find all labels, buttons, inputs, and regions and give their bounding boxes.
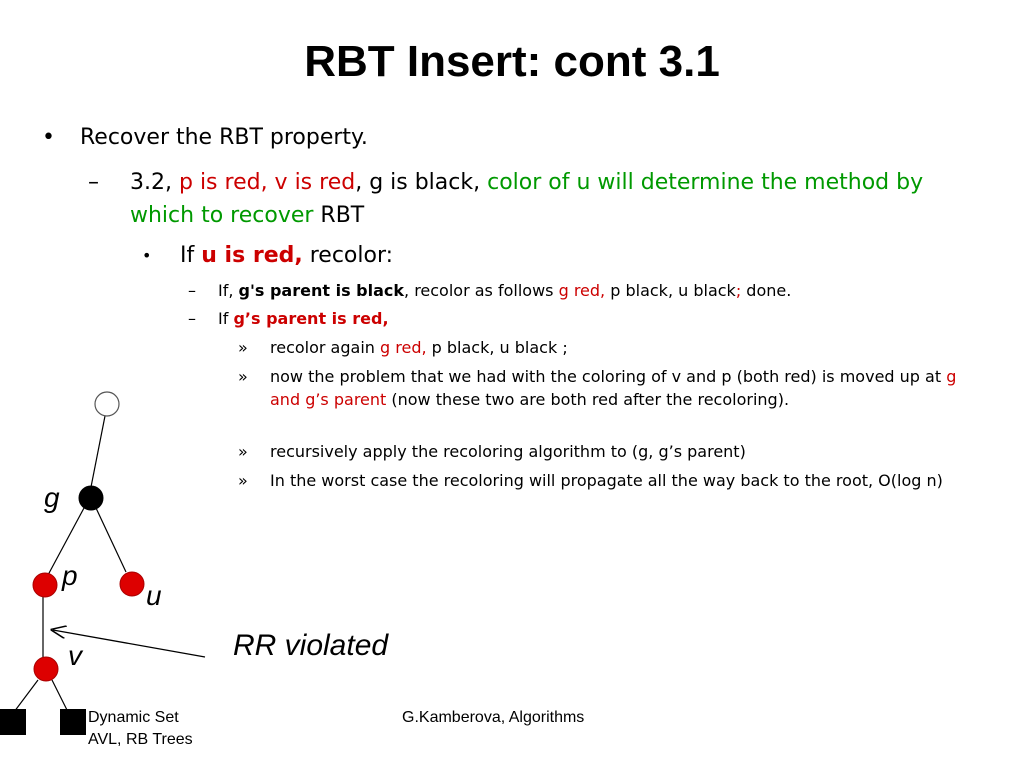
label-v: v [68, 640, 82, 671]
red-text: p is red, v is red [178, 170, 356, 195]
dash-marker: – [88, 170, 99, 195]
edge-g-p [47, 507, 85, 576]
bullet-text: If u is red, recolor: [180, 243, 394, 268]
case-text: If g’s parent is red, [218, 309, 389, 328]
raquo-marker: » [238, 471, 248, 490]
raquo-marker: » [238, 442, 248, 461]
edge-v-right [51, 679, 69, 713]
bold-text: g's parent is black [238, 281, 405, 300]
footer-center: G.Kamberova, Algorithms [402, 709, 585, 726]
rb-tree-diagram [0, 391, 206, 735]
label-u: u [146, 580, 162, 611]
step-text: recolor again g red, p black, u black ; [270, 338, 568, 357]
label-g: g [44, 482, 60, 513]
dash-marker: – [188, 281, 196, 300]
slide-title: RBT Insert: cont 3.1 [304, 37, 720, 86]
footer-left-line2: AVL, RB Trees [88, 731, 193, 748]
red-text: g’s parent is red, [233, 309, 389, 328]
label-p: p [62, 560, 78, 591]
footer-left-line1: Dynamic Set [88, 709, 179, 726]
step-text: now the problem that we had with the col… [270, 367, 957, 409]
node-root [94, 391, 120, 417]
bullet-marker: • [142, 246, 152, 265]
subpoint-text: 3.2, p is red, v is red, g is black, col… [130, 170, 924, 228]
arrow-rr-violated [53, 630, 206, 658]
raquo-marker: » [238, 338, 248, 357]
red-text: u is red, [201, 243, 303, 268]
leaf-right [60, 709, 86, 735]
case-text: If, g's parent is black, recolor as foll… [218, 281, 792, 300]
dash-marker: – [188, 309, 196, 328]
edge-root-g [90, 415, 106, 488]
raquo-marker: » [238, 367, 248, 386]
green-text: color of u will determine the method by … [130, 170, 924, 228]
node-v [33, 656, 59, 682]
footer-left: Dynamic Set AVL, RB Trees [88, 707, 193, 751]
leaf-left [0, 709, 26, 735]
node-p [32, 572, 58, 598]
bullet-marker: • [42, 125, 55, 150]
node-g [78, 485, 104, 511]
step-text: recursively apply the recoloring algorit… [270, 442, 746, 461]
bullet-text: Recover the RBT property. [80, 125, 368, 150]
step-text: In the worst case the recoloring will pr… [270, 471, 943, 490]
node-u [119, 571, 145, 597]
edge-v-left [13, 679, 39, 713]
edge-g-u [95, 507, 127, 573]
rr-violated-label: RR violated [233, 629, 389, 662]
